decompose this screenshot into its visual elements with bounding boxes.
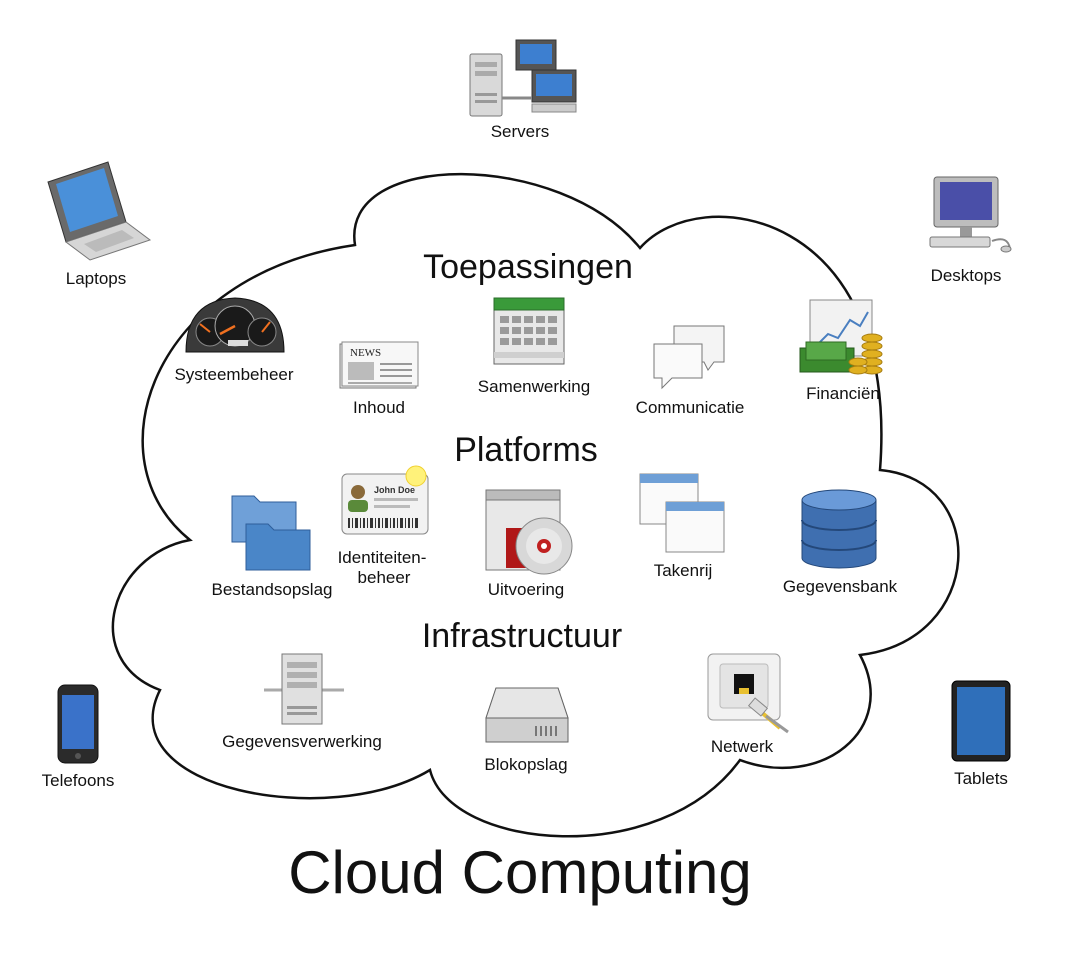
speech-bubbles-icon [653,325,725,390]
calendar-icon [493,297,565,365]
folders-icon [231,495,311,571]
block-storage-item [484,684,570,746]
queue-item [638,472,728,556]
platforms-heading: Platforms [454,431,598,469]
laptops-device [44,160,154,261]
network-label: Netwerk [710,737,774,756]
id-card-name: John Doe [374,485,415,495]
servers-label: Servers [490,122,550,141]
news-masthead: NEWS [350,347,381,359]
desktop-icon [929,176,1012,253]
hard-drive-icon [485,687,569,743]
applications-heading: Toepassingen [423,248,633,286]
object-storage-item [230,490,314,574]
compute-item [262,652,346,726]
infrastructure-heading: Infrastructuur [421,617,623,655]
dashboard-gauge-icon [185,297,285,353]
runtime-label: Uitvoering [487,580,565,599]
servers-icon [469,39,577,117]
identity-label-line2: beheer [357,568,411,587]
newspaper-icon: NEWS [339,341,419,389]
network-port-icon [707,653,789,734]
object-storage-label: Bestandsopslag [211,580,333,599]
queue-label: Takenrij [653,561,713,580]
collaboration-label: Samenwerking [477,377,591,396]
identity-label-line1: Identiteiten- [337,548,427,567]
identity-item: John Doe [340,462,436,538]
laptops-label: Laptops [65,269,127,288]
tablets-device [950,679,1014,763]
phones-device [56,683,102,767]
software-box-disc-icon [485,489,573,575]
content-item: NEWS [338,340,420,392]
finance-chart-money-icon [799,299,883,375]
desktops-device [926,175,1016,260]
monitoring-item [182,294,288,358]
id-card-icon: John Doe [341,465,429,535]
database-item [798,488,880,572]
desktops-label: Desktops [930,266,1002,285]
diagram-title: Cloud Computing [288,839,752,906]
compute-label: Gegevensverwerking [222,732,382,751]
communication-label: Communicatie [635,398,745,417]
database-icon [801,489,877,569]
block-storage-label: Blokopslag [484,755,568,774]
finance-item [798,298,886,378]
compute-server-icon [264,653,344,725]
laptop-icon [47,161,152,261]
servers-device [466,38,577,118]
content-label: Inhoud [353,398,405,417]
tablets-label: Tablets [954,769,1008,788]
runtime-item [484,488,576,576]
phones-label: Telefoons [41,771,115,790]
database-label: Gegevensbank [782,577,898,596]
network-item [706,652,792,734]
tablet-icon [951,680,1011,762]
monitoring-label: Systeembeheer [174,365,294,384]
communication-item [652,324,728,390]
finance-label: Financiën [806,384,880,403]
phone-icon [57,684,99,764]
stacked-windows-icon [639,473,725,553]
collaboration-item [490,296,570,368]
